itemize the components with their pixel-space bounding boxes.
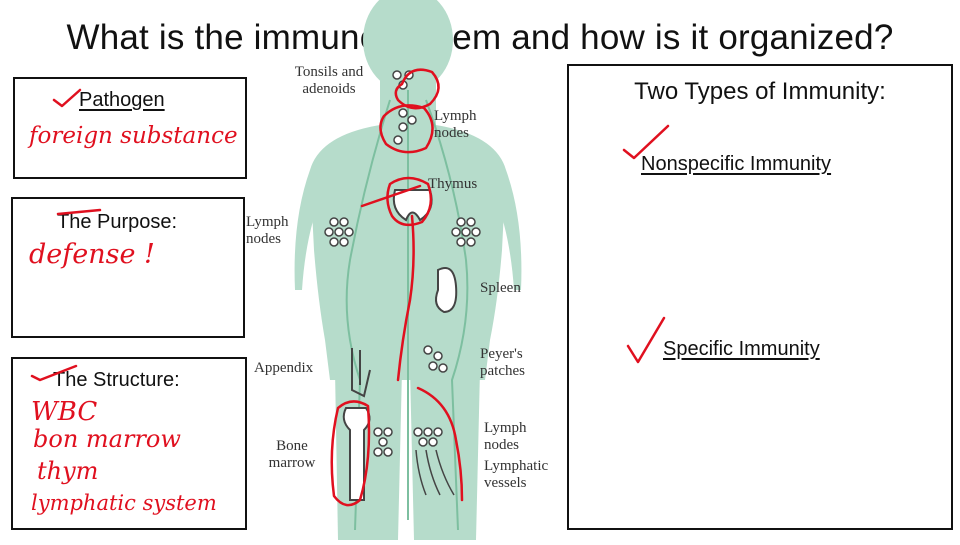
specific-immunity-label: Specific Immunity <box>663 338 820 360</box>
pathogen-heading: Pathogen <box>79 89 165 111</box>
label-lymph-nodes-left: Lymph nodes <box>246 214 289 247</box>
structure-note-lymphatic: lymphatic system <box>31 491 217 515</box>
label-lymph-nodes-top: Lymph nodes <box>434 108 477 141</box>
label-tonsils: Tonsils and adenoids <box>294 64 364 97</box>
label-spleen: Spleen <box>480 280 521 296</box>
purpose-note: defense ! <box>29 239 155 270</box>
label-peyers-patches: Peyer's patches <box>480 346 525 379</box>
structure-note-thymus: thym <box>37 457 99 485</box>
immunity-types-box: Two Types of Immunity: Nonspecific Immun… <box>567 64 953 530</box>
nonspecific-immunity-label: Nonspecific Immunity <box>641 153 832 175</box>
label-thymus: Thymus <box>428 176 478 192</box>
purpose-box: The Purpose: defense ! <box>11 197 245 338</box>
slide-title: What is the immune system and how is it … <box>66 18 894 57</box>
structure-heading: The Structure: <box>53 369 180 391</box>
purpose-heading: The Purpose: <box>57 211 178 233</box>
label-appendix: Appendix <box>254 360 314 376</box>
label-lymph-nodes-bottom: Lymph nodes <box>484 420 527 453</box>
label-bone-marrow: Bone marrow <box>268 438 316 471</box>
immunity-types-heading: Two Types of Immunity: <box>634 78 886 105</box>
label-lymphatic-vessels: Lymphatic vessels <box>484 458 549 491</box>
structure-box: The Structure: WBC bon marrow thym lymph… <box>11 357 247 530</box>
immune-system-diagram: Tonsils and adenoids Lymph nodes Thymus … <box>240 0 570 540</box>
structure-note-bone-marrow: bon marrow <box>33 425 181 453</box>
structure-note-wbc: WBC <box>31 397 98 427</box>
pathogen-box: Pathogen foreign substance <box>13 77 247 179</box>
pathogen-note: foreign substance <box>29 123 238 149</box>
